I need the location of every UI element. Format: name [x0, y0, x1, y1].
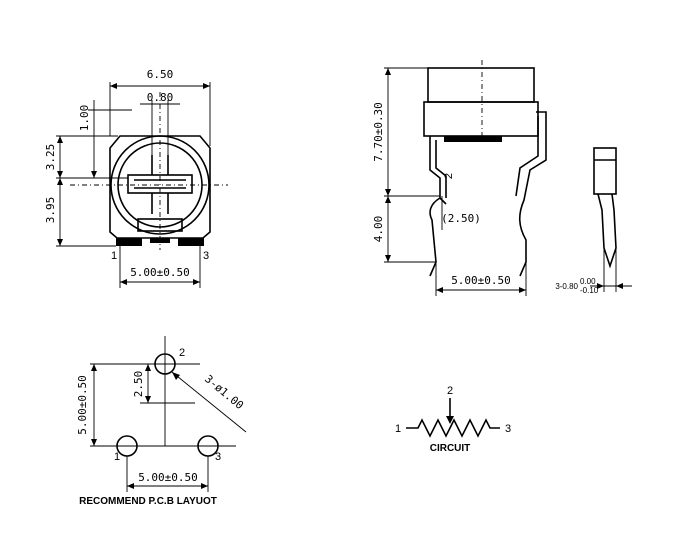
side-contact — [444, 136, 502, 142]
dim-edge-tol-minus: -0.10 — [580, 286, 599, 295]
edge-view: 3-0.80 0.00 -0.10 — [555, 147, 632, 295]
side-view: 7.70±0.30 4.00 2 (2.50) 5.00±0.50 — [372, 60, 547, 296]
side-knob — [427, 67, 535, 103]
pcb-caption: RECOMMEND P.C.B LAYUOT — [79, 496, 217, 507]
dim-width: 6.50 — [147, 68, 174, 81]
dim-slot: 0.80 — [147, 91, 174, 104]
pcb-pin-label-2: 2 — [179, 347, 185, 359]
front-view: 6.50 0.80 1.00 3.25 3.95 5.00±0.50 1 3 — [44, 68, 228, 288]
side-leg-left — [429, 136, 447, 277]
dim-body-height: 7.70±0.30 — [372, 102, 385, 162]
side-pin-label-2: 2 — [443, 173, 455, 179]
dim-pcb-pitch: 5.00±0.50 — [138, 471, 198, 484]
resistor-zigzag — [406, 418, 500, 438]
dim-edge-tol-plus: 0.00 — [580, 277, 596, 286]
dim-pin-offset: (2.50) — [441, 212, 481, 225]
dim-upper-height: 3.25 — [44, 144, 57, 171]
front-pin-label-1: 1 — [111, 250, 117, 262]
edge-body — [593, 147, 617, 195]
dim-hole-size: 3-ø1.00 — [202, 372, 246, 412]
wiper-arrow — [446, 416, 454, 424]
rotor-pad — [137, 218, 183, 232]
pcb-pin-label-1: 1 — [114, 451, 120, 463]
dim-edge-prefix: 3-0.80 — [555, 282, 578, 291]
side-leg-right — [518, 111, 547, 277]
dim-lower-height: 3.95 — [44, 197, 57, 224]
pcb-pin-label-3: 3 — [215, 451, 221, 463]
dim-leg-length: 4.00 — [372, 216, 385, 243]
dim-side-pitch: 5.00±0.50 — [451, 274, 511, 287]
dim-pcb-offset: 2.50 — [132, 371, 145, 398]
circuit-pin-3: 3 — [505, 423, 511, 435]
side-body — [423, 101, 539, 137]
front-pin-label-3: 3 — [203, 250, 209, 262]
circuit-pin-2: 2 — [447, 385, 453, 397]
circuit-pin-1: 1 — [395, 423, 401, 435]
edge-pin — [597, 193, 617, 269]
dim-pcb-height: 5.00±0.50 — [76, 375, 89, 435]
dim-top-offset: 1.00 — [78, 105, 91, 132]
pcb-layout: 5.00±0.50 2.50 3-ø1.00 5.00±0.50 1 2 3 R… — [76, 336, 247, 507]
front-pin-3 — [178, 238, 204, 246]
front-pin-1 — [116, 238, 142, 246]
dim-front-pitch: 5.00±0.50 — [130, 266, 190, 279]
circuit-symbol: 1 2 3 CIRCUIT — [395, 385, 511, 454]
circuit-caption: CIRCUIT — [430, 443, 471, 454]
